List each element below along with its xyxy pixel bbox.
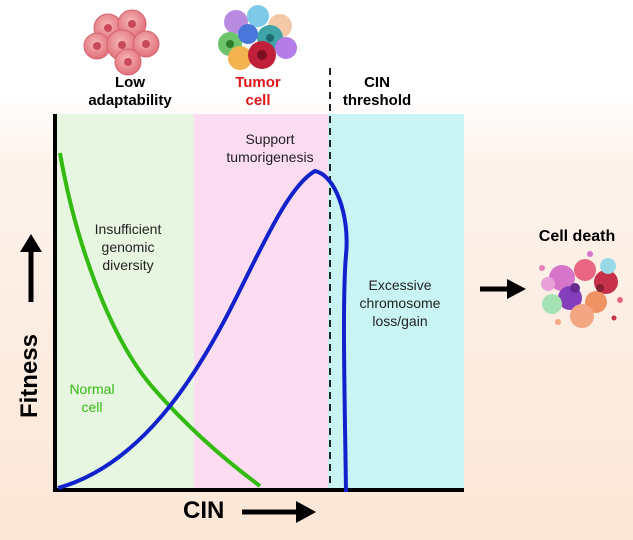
low-adaptability-heading: Low adaptability bbox=[88, 74, 172, 109]
x-axis-label: CIN bbox=[183, 497, 225, 524]
tumor-cell-cluster-icon bbox=[218, 5, 297, 70]
normal-cell-curve bbox=[58, 152, 262, 488]
dying-cell-cluster-icon bbox=[539, 251, 623, 328]
support-tumorigenesis-label: Support tumorigenesis bbox=[226, 131, 314, 165]
threshold-region bbox=[328, 114, 464, 490]
arrow-up-icon bbox=[20, 234, 42, 302]
normal-cell-label: Normal cell bbox=[69, 381, 115, 415]
cin-threshold-heading: CIN threshold bbox=[342, 74, 412, 109]
normal-cell-cluster-icon bbox=[83, 9, 160, 76]
low-adaptability-region bbox=[56, 114, 194, 490]
tumor-cell-curve bbox=[57, 168, 349, 493]
cell-death-label: Cell death bbox=[538, 228, 616, 245]
x-axis-arrow-icon bbox=[242, 501, 316, 523]
insufficient-diversity-label: Insufficient genomic diversity bbox=[94, 221, 162, 273]
tumor-cell-heading: Tumor cell bbox=[235, 74, 281, 109]
arrow-right-icon bbox=[480, 279, 526, 299]
excessive-chromosome-label: Excessive chromosome loss/gain bbox=[359, 277, 441, 329]
